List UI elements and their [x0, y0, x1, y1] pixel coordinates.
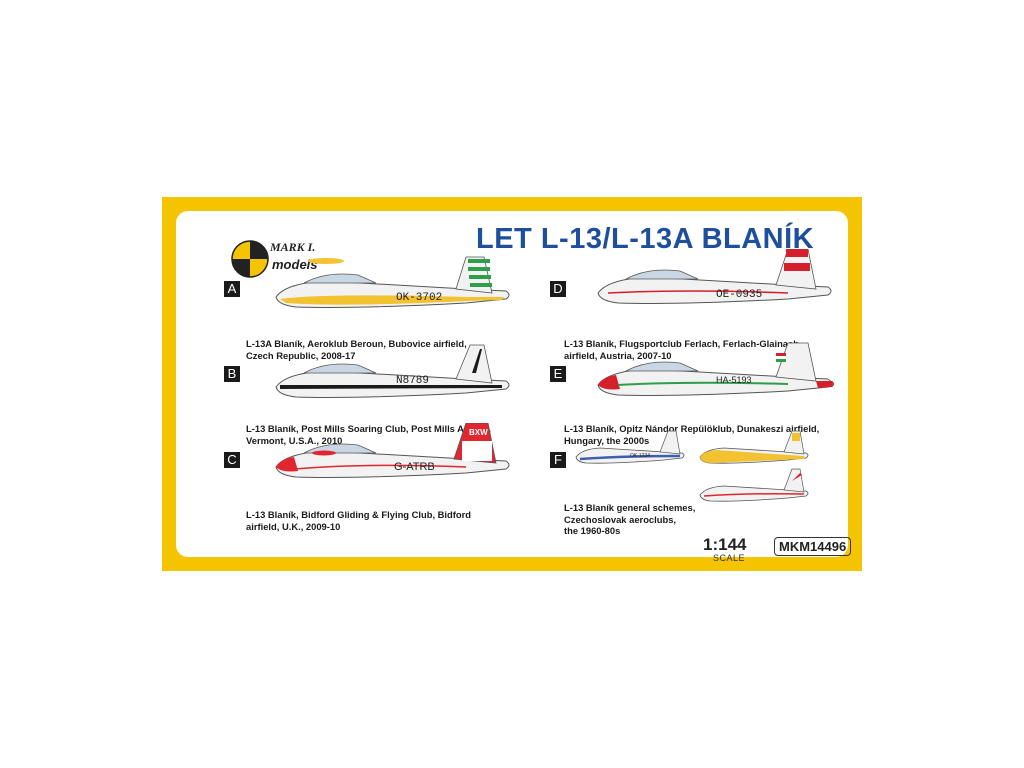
logo-line1: MARK I.: [269, 240, 315, 254]
caption-a: L-13A Blaník, Aeroklub Beroun, Bubovice …: [246, 338, 467, 361]
glider-d-illustration: OE-0935: [597, 249, 832, 304]
glider-e-illustration: HA-5193: [597, 342, 834, 396]
glider-a-illustration: OK-3702: [275, 256, 510, 308]
tail-code-c: BXW: [469, 428, 488, 437]
registration-f: OK-1234: [630, 453, 650, 459]
registration-d: OE-0935: [716, 289, 762, 301]
scale-value: 1:144: [703, 535, 747, 554]
glider-b-illustration: N8789: [275, 344, 510, 398]
registration-e: HA-5193: [716, 375, 752, 385]
scheme-letter-b: B: [224, 366, 240, 382]
glider-f-red-illustration: [699, 468, 809, 502]
scheme-letter-a: A: [224, 281, 240, 297]
registration-b: N8789: [396, 375, 429, 387]
scale-label: SCALE: [713, 553, 746, 563]
page-title: LET L-13/L-13A BLANÍK: [476, 223, 815, 255]
registration-a: OK-3702: [396, 292, 442, 304]
box-art-card: MARK I. models LET L-13/L-13A BLANÍK A O…: [176, 211, 852, 563]
box-art-frame: MARK I. models LET L-13/L-13A BLANÍK A O…: [162, 197, 862, 571]
caption-f: L-13 Blaník general schemes, Czechoslova…: [564, 502, 696, 536]
mark-i-models-logo: MARK I. models: [231, 240, 318, 278]
scheme-letter-e: E: [550, 366, 566, 382]
scheme-letter-f: F: [550, 452, 566, 468]
product-code: MKM14496: [774, 537, 852, 556]
logo-line2: models: [272, 257, 318, 272]
caption-e: L-13 Blaník, Opitz Nándor Repülöklub, Du…: [564, 423, 820, 446]
caption-d: L-13 Blaník, Flugsportclub Ferlach, Ferl…: [564, 338, 799, 361]
glider-c-illustration: BXW G-ATRB: [275, 423, 510, 478]
caption-c: L-13 Blaník, Bidford Gliding & Flying Cl…: [246, 509, 471, 532]
registration-c: G-ATRB: [394, 461, 435, 473]
scheme-letter-c: C: [224, 452, 240, 468]
glider-f-blue-illustration: OK-1234: [575, 430, 685, 464]
scheme-letter-d: D: [550, 281, 566, 297]
glider-f-yellow-illustration: [699, 430, 809, 464]
